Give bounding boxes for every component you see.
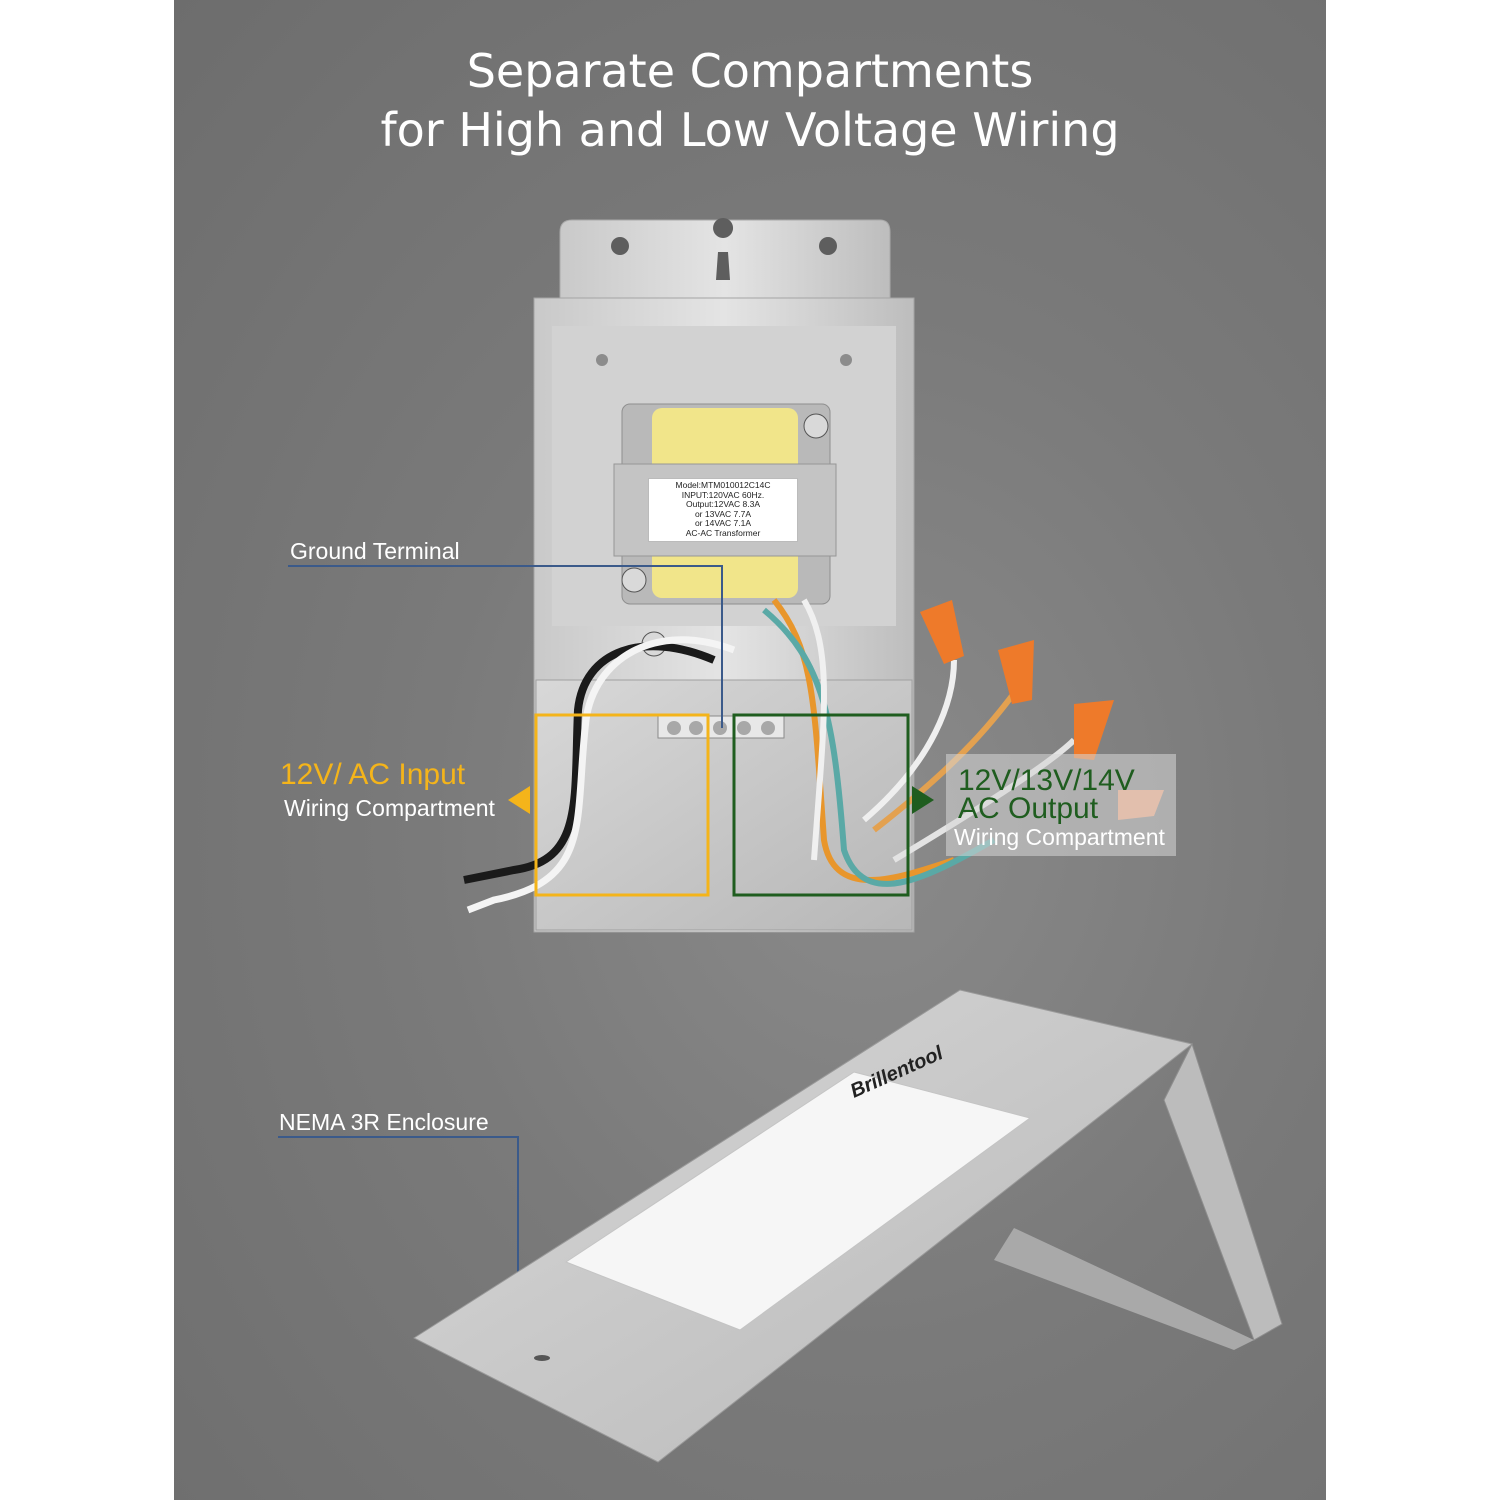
nameplate-input: INPUT:120VAC 60Hz.: [681, 489, 765, 500]
product-image-panel: Brillentool Separate Compartments for Hi…: [174, 0, 1326, 1500]
mount-hole-right: [819, 237, 837, 255]
nameplate-model: Model:MTM010012C14C: [675, 480, 771, 490]
cover-side: [1163, 1042, 1283, 1341]
nameplate-type: AC-AC Transformer: [685, 527, 761, 538]
nameplate-output-3: or 14VAC 7.1A: [694, 518, 752, 528]
output-compartment-subtitle: Wiring Compartment: [954, 824, 1165, 850]
input-compartment-box: [534, 713, 710, 897]
input-compartment-subtitle: Wiring Compartment: [284, 795, 495, 821]
white-output-wire: [801, 598, 827, 861]
enclosure-label: NEMA 3R Enclosure: [279, 1109, 489, 1135]
keyhole-slot: [713, 218, 734, 280]
teal-wire: [762, 607, 996, 887]
wire-nut-3: [1074, 700, 1114, 760]
screw-top-right: [840, 354, 852, 366]
input-arrow: [508, 786, 530, 814]
nameplate-output-2: or 13VAC 7.7A: [694, 508, 752, 519]
output-compartment-title-1: 12V/13V/14V: [958, 764, 1135, 797]
output-label-background: [946, 754, 1176, 856]
cover-slot: [534, 1355, 550, 1361]
ground-callout-line: [288, 565, 723, 728]
wire-nut-1: [920, 600, 964, 664]
transformer-screw-right: [803, 413, 829, 439]
output-arrow: [912, 786, 934, 814]
white-wire: [466, 636, 736, 914]
headline-line-2: for High and Low Voltage Wiring: [380, 103, 1120, 157]
cover-label: [564, 1071, 1032, 1331]
headline-line-1: Separate Compartments: [466, 44, 1034, 98]
input-compartment-title: 12V/ AC Input: [280, 758, 466, 791]
nameplate-output-1: Output:12VAC 8.3A: [685, 499, 761, 509]
ground-terminal-label: Ground Terminal: [290, 538, 460, 564]
mount-hole-left: [611, 237, 629, 255]
wire-nut-2: [998, 640, 1034, 704]
transformer-nameplate: Model:MTM010012C14C INPUT:120VAC 60Hz. O…: [648, 478, 798, 542]
product-illustration: Brillentool: [278, 218, 1283, 1463]
transformer-screw-left: [621, 567, 647, 593]
nema-callout-line: [278, 1136, 519, 1298]
output-compartment-box: [732, 713, 910, 897]
orange-output-lead-1: [862, 659, 957, 823]
cover-back-flap: [994, 1228, 1254, 1350]
screw-top-left: [596, 354, 608, 366]
output-compartment-title-2: AC Output: [958, 792, 1099, 825]
